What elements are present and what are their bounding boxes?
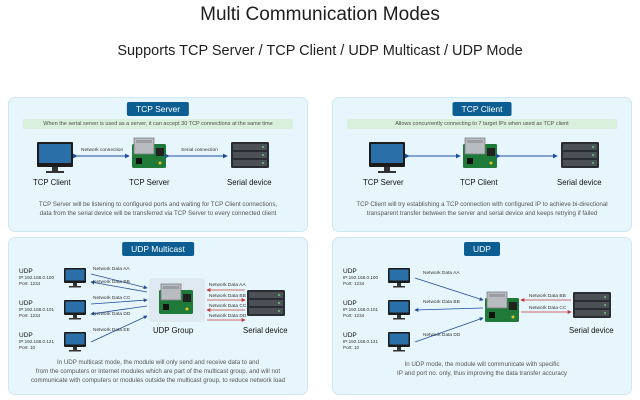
pc-monitor-icon — [37, 142, 73, 173]
serial-device-label: Serial device — [243, 326, 288, 335]
network-connection-label: Network connection — [81, 148, 124, 153]
tcp-server-desc-2: data from the serial device will be tran… — [39, 210, 277, 217]
tcp-client-label: TCP Client — [460, 178, 498, 187]
data-label: Network Data BB — [529, 294, 566, 299]
page-subtitle: Supports TCP Server / TCP Client / UDP M… — [117, 43, 523, 59]
udp-multicast-desc-1: In UDP multicast mode, the module will o… — [56, 359, 260, 366]
panel-tcp-client: TCP Client Allows concurrently connectin… — [332, 97, 632, 232]
serial-device-label: Serial device — [227, 178, 272, 187]
data-label: Network Data AA — [93, 267, 130, 272]
data-label: Network Data CC — [529, 306, 567, 311]
udp-multicast-desc-2: from the computers or Internet modules w… — [35, 368, 281, 375]
tcp-server-note: When the serial server is used as a serv… — [23, 119, 293, 129]
tcp-server-badge: TCP Server — [126, 102, 190, 116]
data-label: Network Data DD — [209, 314, 247, 319]
tcp-server-label: TCP Server — [363, 178, 404, 187]
serial-device-icon — [247, 290, 285, 316]
data-label: Network Data AA — [209, 283, 246, 288]
tcp-client-badge: TCP Client — [452, 102, 512, 116]
udp-multicast-badge: UDP Multicast — [122, 242, 194, 256]
data-label: Network Data CC — [209, 304, 247, 309]
udp-module-icon — [484, 291, 520, 323]
serial-server-module-icon — [131, 137, 167, 169]
pc-monitor-icon — [64, 300, 86, 320]
udp-multicast-diagram — [64, 268, 285, 352]
pc-monitor-icon — [369, 142, 405, 173]
pc-monitor-icon — [388, 332, 410, 352]
data-label: Network Data BB — [423, 300, 460, 305]
data-label: Network Data BB — [209, 294, 246, 299]
data-label: Network Data AA — [423, 271, 460, 276]
serial-device-icon — [231, 142, 269, 168]
page-title: Multi Communication Modes — [200, 4, 440, 25]
data-label: Network Data EE — [93, 328, 130, 333]
tcp-server-desc-1: TCP Server will be listening to configur… — [38, 201, 278, 208]
udp-multicast-desc-3: communicate with computers or modules ou… — [30, 377, 286, 384]
panel-udp-multicast: UDP Multicast UDP IP:192.168.0.100 Port:… — [8, 237, 308, 395]
tcp-client-desc-2: transparent transfer between the server … — [366, 210, 598, 217]
udp-diagram — [388, 268, 611, 352]
tcp-client-desc-1: TCP Client will try establishing a TCP c… — [356, 201, 608, 208]
pc-monitor-icon — [388, 300, 410, 320]
udp-group-label: UDP Group — [153, 326, 194, 335]
serial-device-label: Serial device — [569, 326, 614, 335]
serial-device-icon — [561, 142, 599, 168]
tcp-client-note: Allows concurrently connecting to 7 targ… — [347, 119, 617, 129]
tcp-server-diagram — [37, 137, 269, 173]
udp-desc-1: In UDP mode, the module will communicate… — [404, 361, 560, 368]
udp-node-1: UDP IP:192.168.0.100 Port: 1234 — [19, 268, 54, 286]
tcp-client-label: TCP Client — [33, 178, 71, 187]
data-label: Network Data CC — [93, 296, 131, 301]
udp-desc-2: IP and port no. only, thus improving the… — [396, 370, 568, 377]
udp-node-3: UDP IP:192.168.0.121 Port: 10 — [19, 332, 54, 350]
panel-tcp-server: TCP Server When the serial server is use… — [8, 97, 308, 232]
pc-monitor-icon — [64, 268, 86, 288]
pc-monitor-icon — [64, 332, 86, 352]
serial-device-icon — [573, 292, 611, 318]
udp-node-1: UDP IP:192.168.0.100 Port: 1234 — [343, 268, 378, 286]
tcp-server-label: TCP Server — [129, 178, 170, 187]
udp-badge: UDP — [464, 242, 500, 256]
pc-monitor-icon — [388, 268, 410, 288]
data-label: Network Data DD — [423, 333, 461, 338]
data-label: Network Data BB — [93, 280, 130, 285]
udp-node-2: UDP IP:192.168.0.101 Port: 1234 — [19, 300, 54, 318]
serial-connection-label: Serial connection — [181, 148, 218, 153]
panel-udp: UDP UDP IP:192.168.0.100 Port: 1234 UDP … — [332, 237, 632, 395]
udp-node-3: UDP IP:192.168.0.121 Port: 10 — [343, 332, 378, 350]
serial-device-label: Serial device — [557, 178, 602, 187]
tcp-client-diagram — [369, 137, 599, 173]
serial-client-module-icon — [462, 137, 498, 169]
udp-node-2: UDP IP:192.168.0.101 Port: 1234 — [343, 300, 378, 318]
data-label: Network Data DD — [93, 312, 131, 317]
